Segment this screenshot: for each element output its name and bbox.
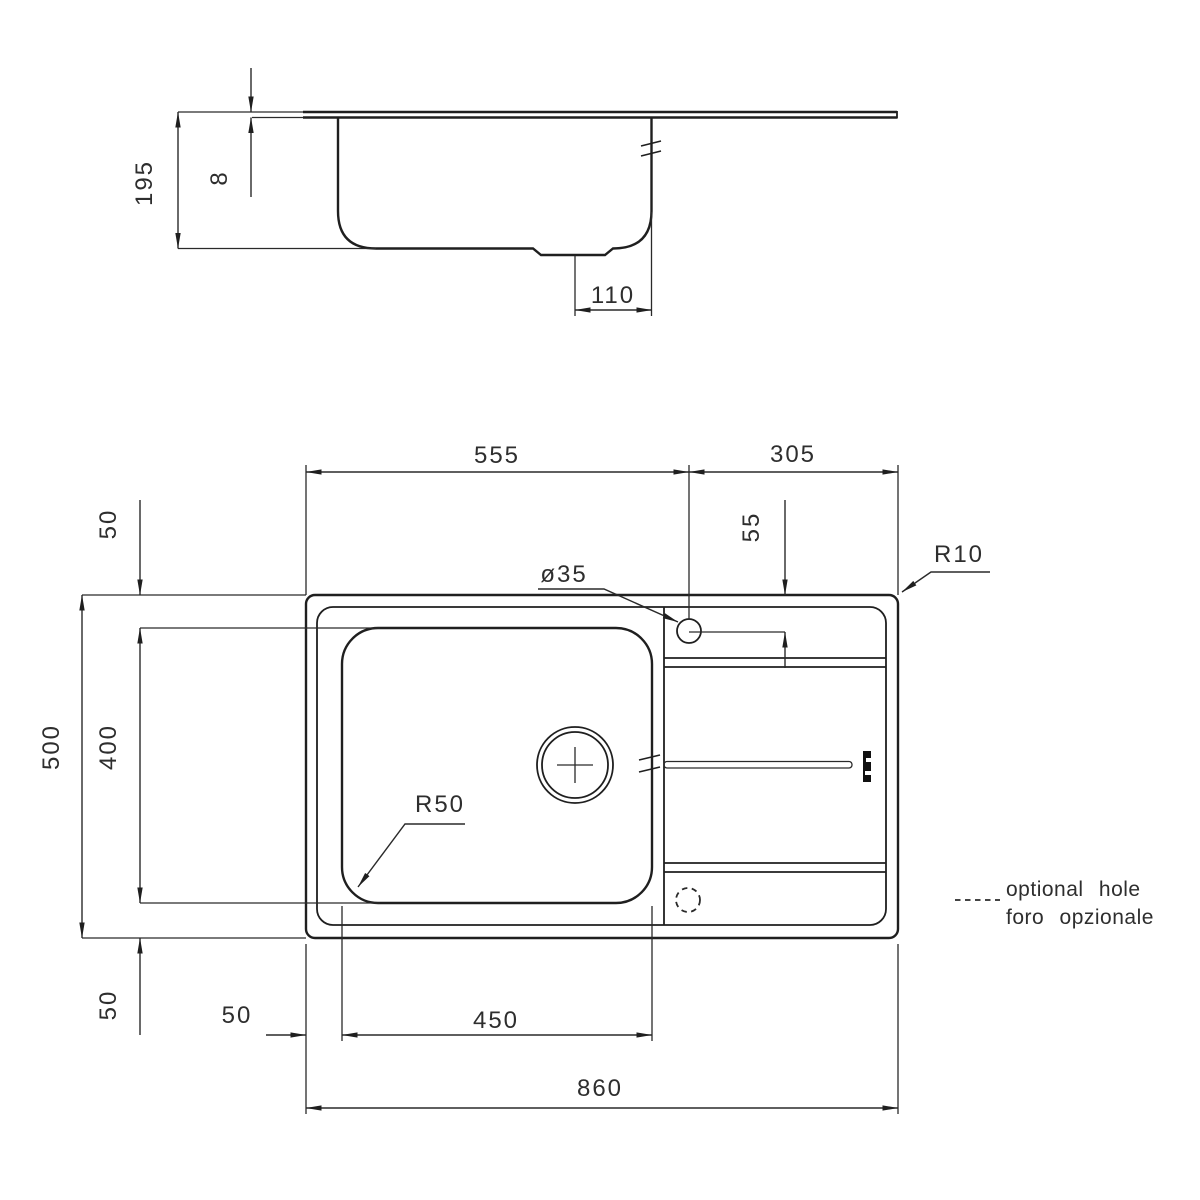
dim-label-margin-bottom: 50 bbox=[95, 990, 122, 1021]
dim-left-side: 500 50 400 50 bbox=[38, 500, 380, 1035]
dim-label-top-left-width: 555 bbox=[474, 442, 520, 469]
dim-corner-radius-r10: R10 bbox=[901, 541, 990, 593]
dim-label-corner-radius: R10 bbox=[934, 541, 984, 568]
plan-view: 555 305 ø35 55 R10 R50 bbox=[38, 441, 990, 1114]
sink-outline bbox=[304, 593, 900, 940]
side-section-view: 195 8 110 bbox=[131, 68, 898, 316]
dim-faucet-diameter: ø35 bbox=[538, 561, 679, 623]
dim-top-555-305: 555 305 bbox=[305, 441, 899, 619]
legend-text-en: optional hole bbox=[1006, 878, 1141, 901]
dim-label-bowl-width: 450 bbox=[473, 1007, 519, 1034]
dim-label-drain-offset: 110 bbox=[591, 282, 635, 309]
dim-label-bowl-radius: R50 bbox=[415, 791, 465, 818]
dim-label-bowl-depth: 400 bbox=[95, 724, 122, 770]
dim-drain-offset-110: 110 bbox=[574, 212, 653, 316]
dim-label-depth: 195 bbox=[131, 160, 158, 206]
dim-faucet-offset-55: 55 bbox=[689, 500, 788, 668]
plan-break-marks bbox=[638, 754, 661, 773]
dim-bowl-radius-r50: R50 bbox=[357, 791, 465, 888]
dim-label-rim-thickness: 8 bbox=[206, 170, 233, 185]
drainer-groove-bottom bbox=[664, 862, 886, 873]
faucet-hole bbox=[676, 618, 702, 644]
side-bowl-profile bbox=[336, 117, 653, 257]
dim-label-overall-depth: 500 bbox=[38, 724, 65, 770]
dim-label-margin-top: 50 bbox=[95, 509, 122, 540]
bowl-outline bbox=[340, 626, 654, 905]
legend-optional-hole: optional hole foro opzionale bbox=[955, 878, 1154, 929]
dim-rim-8: 8 bbox=[206, 68, 254, 197]
drain-circles bbox=[536, 726, 614, 804]
drainer-groove-top bbox=[664, 657, 886, 668]
brand-mark bbox=[863, 751, 871, 782]
dim-depth-195: 195 bbox=[131, 111, 181, 249]
drainer-center-groove bbox=[663, 760, 853, 769]
dim-label-margin-left: 50 bbox=[222, 1002, 253, 1029]
legend-text-it: foro opzionale bbox=[1006, 906, 1154, 929]
dim-label-faucet-offset: 55 bbox=[738, 512, 765, 543]
recess-outline bbox=[316, 606, 887, 926]
dim-label-overall-width: 860 bbox=[577, 1075, 623, 1102]
optional-hole-circle bbox=[675, 887, 701, 913]
dim-label-faucet-diameter: ø35 bbox=[540, 561, 587, 588]
side-break-marks bbox=[640, 140, 662, 157]
drainer-panel bbox=[663, 607, 886, 925]
dim-label-top-right-width: 305 bbox=[770, 441, 816, 468]
dim-bottom: 50 450 860 bbox=[222, 906, 899, 1114]
